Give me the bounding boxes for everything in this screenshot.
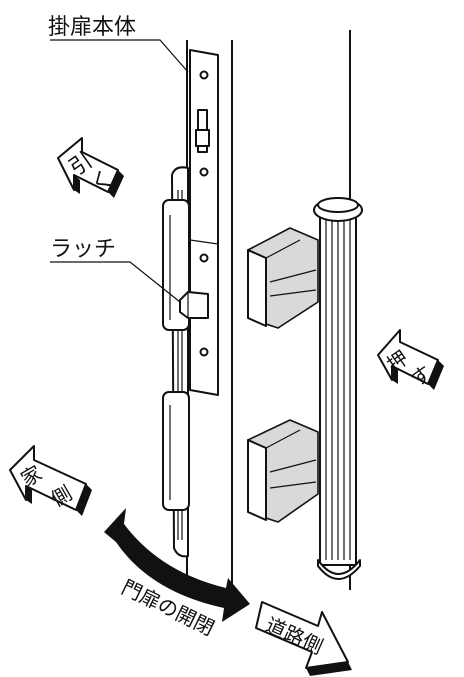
latch-plate bbox=[179, 49, 219, 396]
house-side-arrow bbox=[9, 445, 92, 516]
latch-label: ラッチ bbox=[50, 237, 116, 262]
road-side-arrow bbox=[255, 601, 352, 676]
pull-arrow bbox=[57, 137, 124, 198]
gate-body-label: 掛扉本体 bbox=[48, 15, 136, 40]
front-handle bbox=[247, 197, 363, 580]
swing-arrow bbox=[104, 508, 250, 622]
rear-handle bbox=[162, 166, 190, 558]
leader-lines bbox=[50, 39, 189, 303]
push-arrow bbox=[377, 329, 444, 390]
